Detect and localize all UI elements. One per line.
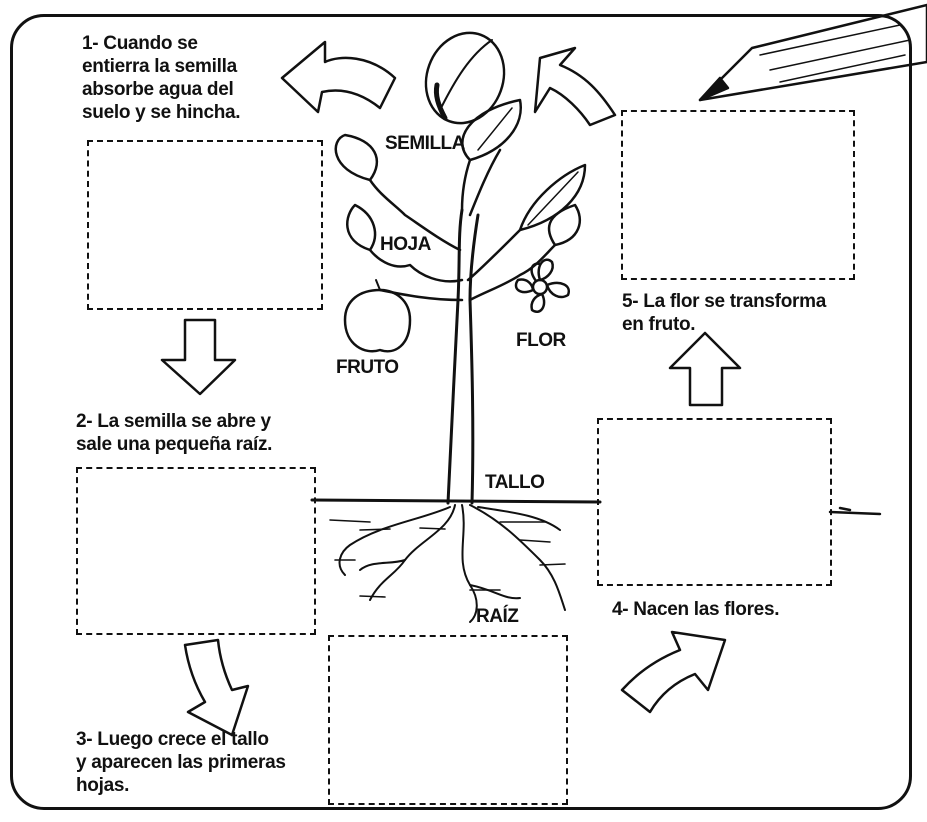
roots-icon (338, 504, 566, 623)
curved-arrow-down-icon (183, 638, 250, 737)
drawing-box-step-3[interactable] (328, 635, 568, 805)
worksheet-frame (10, 14, 912, 810)
seed-icon (424, 31, 506, 125)
step-4-text: 4- Nacen las flores. (612, 599, 780, 620)
label-stem: TALLO (485, 472, 545, 493)
label-flower: FLOR (516, 330, 566, 351)
label-fruit: FRUTO (336, 357, 399, 378)
step-5-text: 5- La flor se transforma en fruto. (622, 291, 826, 335)
step-1-text: 1- Cuando se entierra la semilla absorbe… (82, 33, 241, 123)
drawing-box-step-4[interactable] (597, 418, 832, 586)
stem-icon (446, 208, 480, 505)
drawing-box-step-5[interactable] (621, 110, 855, 280)
leaf-icon (334, 98, 587, 252)
label-seed: SEMILLA (385, 133, 465, 154)
flower-icon (514, 258, 571, 313)
down-arrow-icon (160, 318, 237, 396)
up-arrow-icon (668, 331, 742, 407)
curved-arrow-left-icon (280, 40, 397, 114)
drawing-box-step-1[interactable] (87, 140, 323, 310)
fruit-icon (343, 279, 412, 353)
step-3-text: 3- Luego crece el tallo y aparecen las p… (76, 729, 286, 796)
curved-arrow-up-right-icon (533, 46, 617, 127)
ground-line (310, 498, 602, 504)
curved-arrow-up-right-icon (620, 630, 727, 714)
label-root: RAÍZ (476, 606, 519, 627)
soil-texture (329, 519, 566, 598)
pencil-icon (698, 3, 927, 102)
step-2-text: 2- La semilla se abre y sale una pequeña… (76, 411, 273, 455)
ground-mark-right (828, 506, 882, 516)
label-leaf: HOJA (380, 234, 431, 255)
drawing-box-step-2[interactable] (76, 467, 316, 635)
